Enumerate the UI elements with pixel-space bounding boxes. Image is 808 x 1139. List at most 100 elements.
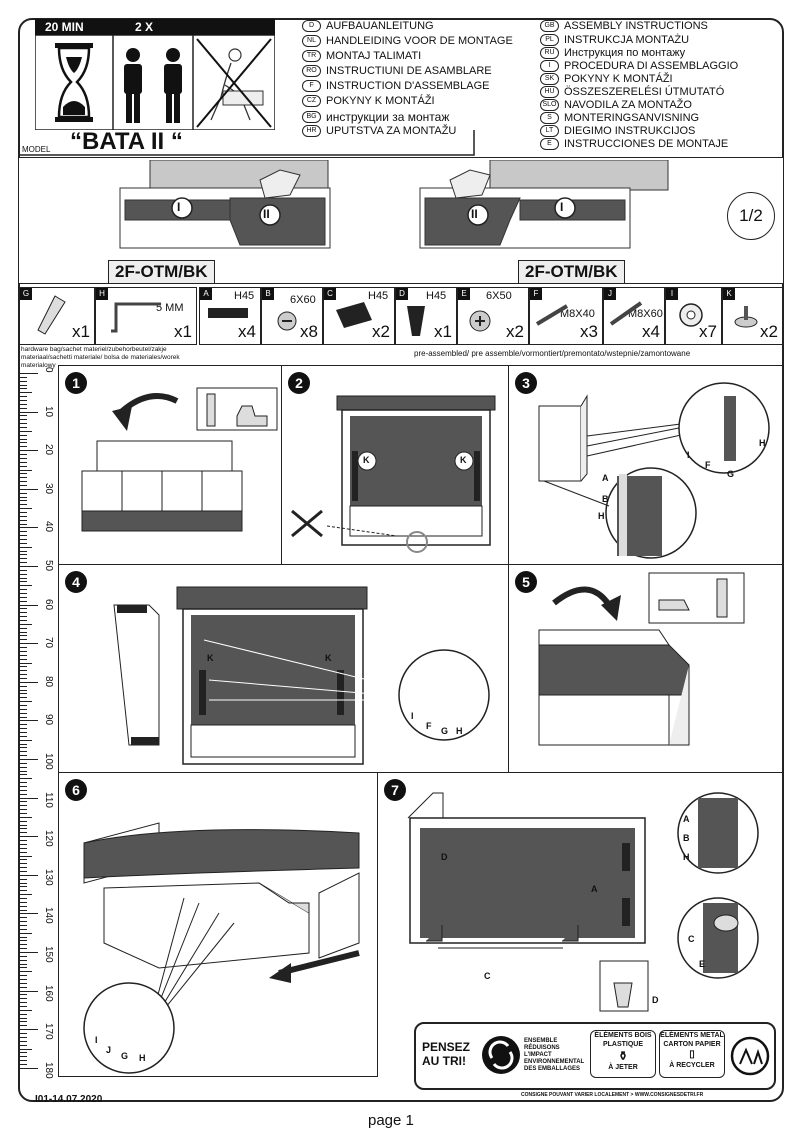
assembly-time: 20 MIN (45, 20, 84, 34)
header-pictograms (35, 35, 275, 130)
bracket-icon (208, 308, 248, 318)
ruler-tick-minor (20, 523, 27, 525)
recycle-loop-icon (482, 1036, 520, 1074)
ruler-tick-minor (20, 457, 27, 459)
bin-waste: ÉLÉMENTS BOIS PLASTIQUE ⚱ À JETER (590, 1030, 656, 1078)
sofa-left-corner (119, 160, 331, 249)
ruler-tick-minor (20, 747, 27, 749)
ruler-tick-minor (20, 955, 27, 957)
part-h: H 5 MM x1 (95, 287, 197, 345)
ruler-tick-minor (20, 701, 32, 703)
bin-recycle: ÉLÉMENTS METAL CARTON PAPIER ▯ À RECYCLE… (659, 1030, 725, 1078)
ruler-tick-minor (20, 921, 27, 923)
ruler-tick-minor (20, 994, 27, 996)
ruler-tick-minor (20, 982, 27, 984)
ruler-tick-major (20, 797, 38, 799)
ruler-tick-minor (20, 1025, 27, 1027)
ruler-tick-minor (20, 724, 27, 726)
ruler-tick-minor (20, 434, 27, 436)
ruler-tick-minor (20, 778, 32, 780)
ruler-tick-minor (20, 1021, 27, 1023)
ruler-tick-minor (20, 538, 27, 540)
ruler-tick-minor (20, 851, 27, 853)
ruler-label: 70 (43, 637, 54, 649)
model-underline (19, 130, 475, 156)
ruler-tick-minor (20, 1063, 27, 1065)
ruler-tick-minor (20, 917, 27, 919)
ruler-tick-minor (20, 743, 27, 745)
ruler-tick-minor (20, 612, 27, 614)
ruler-tick-minor (20, 789, 27, 791)
ruler-tick-minor (20, 867, 27, 869)
ruler-tick-minor (20, 427, 27, 429)
ruler-tick-minor (20, 504, 27, 506)
ruler-tick-minor (20, 751, 27, 753)
ruler-tick-minor (20, 735, 27, 737)
ruler-tick-minor (20, 1048, 32, 1050)
ruler-label: 40 (43, 521, 54, 533)
ruler-label: 10 (43, 405, 54, 417)
preassembled-note: pre-assembled/ pre assemble/vormontiert/… (414, 349, 691, 358)
part-j: J M8X60 x4 (603, 287, 665, 345)
ruler-tick-minor (20, 704, 27, 706)
ruler-tick-minor (20, 731, 27, 733)
page-number: page 1 (368, 1112, 414, 1129)
ruler-label: 0 (43, 367, 54, 373)
two-people-icon (124, 48, 182, 123)
triman-icon (730, 1036, 770, 1076)
consigne-note: CONSIGNE POUVANT VARIER LOCALEMENT > WWW… (521, 1092, 704, 1098)
ruler-tick-minor (20, 658, 27, 660)
ruler-tick-minor (20, 508, 32, 510)
ruler-label: 180 (43, 1061, 54, 1079)
mark-ii-left: II (263, 207, 270, 221)
ruler-tick-minor (20, 886, 27, 888)
ruler-tick-minor (20, 924, 27, 926)
ruler-label: 90 (43, 714, 54, 726)
recycling-box: PENSEZ AU TRI! ENSEMBLE RÉDUISONS L'IMPA… (414, 1022, 776, 1090)
screw-icon (277, 311, 297, 331)
ruler-tick-minor (20, 388, 27, 390)
header-bar: 20 MIN 2 X (35, 19, 275, 35)
ruler-tick-minor (20, 971, 32, 973)
ruler-tick-minor (20, 596, 27, 598)
ruler-tick-major (20, 874, 38, 876)
corner-sofa-illustrations (119, 160, 669, 249)
part-e: E 6X50 x2 (457, 287, 529, 345)
ruler-label: 170 (43, 1023, 54, 1040)
ruler-tick-minor (20, 519, 27, 521)
ruler-tick-minor (20, 878, 27, 880)
ruler-tick-minor (20, 639, 27, 641)
ruler-tick-minor (20, 670, 27, 672)
ruler-tick-minor (20, 581, 27, 583)
ruler-tick-minor (20, 593, 27, 595)
ruler-tick-minor (20, 813, 27, 815)
ruler-tick-minor (20, 635, 27, 637)
ruler-label: 30 (43, 482, 54, 494)
ruler-tick-minor (20, 1044, 27, 1046)
ruler-label: 100 (43, 753, 54, 770)
ruler-tick-minor (20, 577, 27, 579)
ruler-tick-minor (20, 948, 27, 950)
part-a: A H45 x4 (199, 287, 261, 345)
ruler-tick-minor (20, 484, 27, 486)
ruler-tick-minor (20, 1033, 27, 1035)
hex-key-tool-icon (37, 295, 66, 335)
ruler-label: 50 (43, 560, 54, 572)
ruler-tick-minor (20, 820, 27, 822)
ruler-tick-minor (20, 1036, 27, 1038)
ruler-tick-minor (20, 438, 27, 440)
ensemble-text: ENSEMBLE RÉDUISONS L'IMPACT ENVIRONNEMEN… (524, 1038, 585, 1072)
part-k: K x2 (722, 287, 783, 345)
ruler-tick-minor (20, 384, 27, 386)
ruler-tick-minor (20, 430, 32, 432)
part-f: F M8X40 x3 (529, 287, 603, 345)
ruler-label: 20 (43, 444, 54, 456)
ruler-tick-minor (20, 963, 27, 965)
ruler-tick-minor (20, 998, 27, 1000)
